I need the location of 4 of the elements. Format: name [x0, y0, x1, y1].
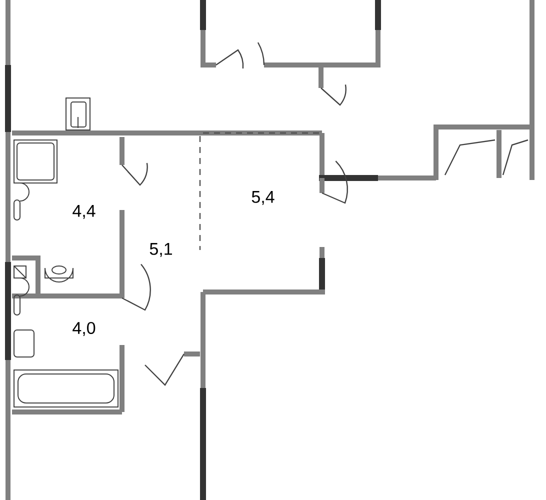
- room-area-label: 5,1: [150, 243, 172, 257]
- room-area-label: 4,0: [72, 322, 96, 336]
- room-area-label: 5,4: [252, 191, 274, 205]
- room-area-label: 4,4: [72, 205, 96, 219]
